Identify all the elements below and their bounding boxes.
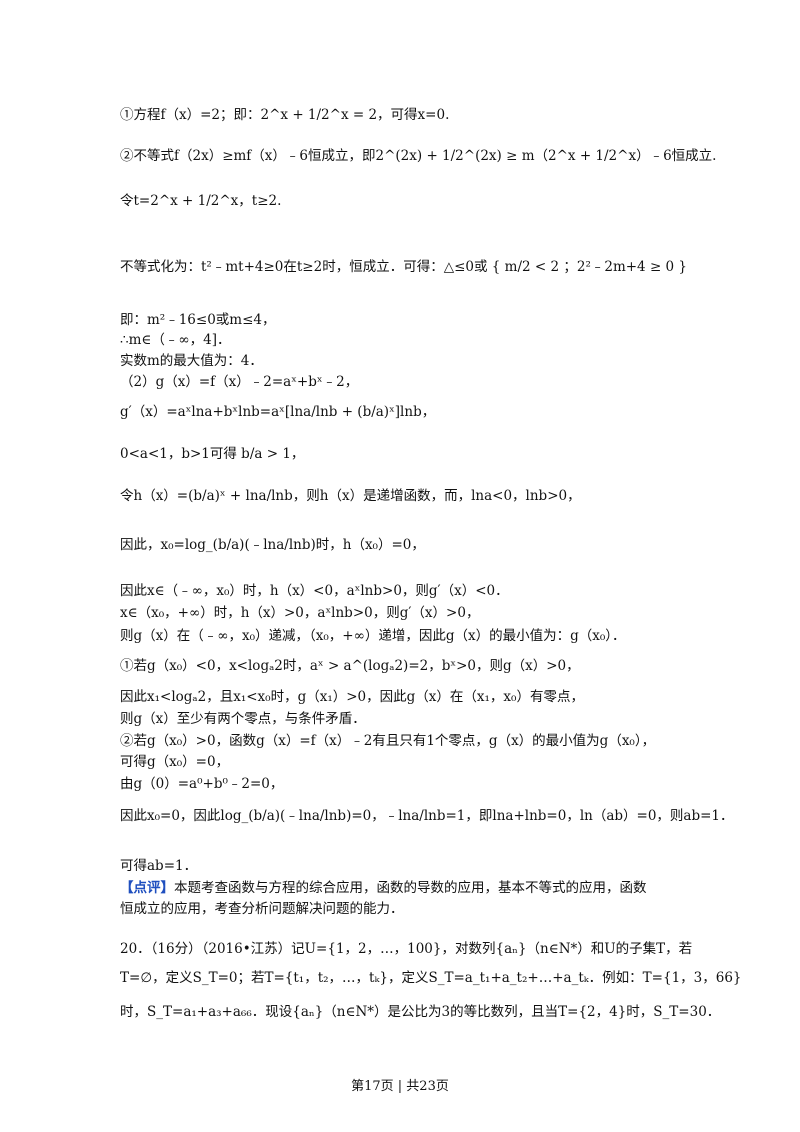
text-line: ①若g（x₀）<0，x<logₐ2时，aˣ > a^(logₐ2)=2，bˣ>0…	[120, 658, 580, 674]
text-line: 则g（x）在（﹣∞，x₀）递减，（x₀，+∞）递增，因此g（x）的最小值为：g（…	[120, 628, 626, 644]
text-line: （2）g（x）=f（x）﹣2=aˣ+bˣ﹣2，	[120, 374, 359, 390]
text-line: ①方程f（x）=2；即：2^x + 1/2^x = 2，可得x=0.	[120, 107, 450, 123]
text-line: 0<a<1，b>1可得 b/a > 1，	[120, 446, 305, 462]
text-line: 因此，x₀=log_(b/a)(﹣lna/lnb)时，h（x₀）=0，	[120, 537, 425, 553]
review-text: 本题考查函数与方程的综合应用，函数的导数的应用，基本不等式的应用，函数	[174, 880, 647, 896]
text-line: 则g（x）至少有两个零点，与条件矛盾．	[120, 711, 366, 727]
text-line: ∴m∈（﹣∞，4]．	[120, 332, 231, 348]
text-line: 由g（0）=a⁰+b⁰﹣2=0，	[120, 776, 284, 792]
text-line: 令h（x）=(b/a)ˣ + lna/lnb，则h（x）是递增函数，而，lna<…	[120, 488, 581, 504]
text-line: 因此x₀=0，因此log_(b/a)(﹣lna/lnb)=0，﹣lna/lnb=…	[120, 808, 734, 824]
text-line: x∈（x₀，+∞）时，h（x）>0，aˣlnb>0，则g′（x）>0，	[120, 605, 480, 621]
text-line: 不等式化为：t²﹣mt+4≥0在t≥2时，恒成立．可得：△≤0或 { m/2 <…	[120, 259, 688, 275]
review-line: 【点评】本题考查函数与方程的综合应用，函数的导数的应用，基本不等式的应用，函数	[120, 879, 647, 897]
text-line: 可得g（x₀）=0，	[120, 754, 230, 770]
review-tag: 【点评】	[120, 880, 174, 896]
text-line: 因此x₁<logₐ2，且x₁<x₀时，g（x₁）>0，因此g（x）在（x₁，x₀…	[120, 689, 584, 705]
problem-line: T=∅，定义S_T=0；若T={t₁，t₂，…，tₖ}，定义S_T=a_t₁+a…	[120, 970, 742, 986]
problem-line: 时，S_T=a₁+a₃+a₆₆．现设{aₙ}（n∈N*）是公比为3的等比数列，且…	[120, 1004, 721, 1020]
problem-line: 20．（16分）（2016•江苏）记U={1，2，…，100}，对数列{aₙ}（…	[120, 941, 693, 957]
text-line: g′（x）=aˣlna+bˣlnb=aˣ[lna/lnb + (b/a)ˣ]ln…	[120, 404, 436, 420]
text-line: 可得ab=1．	[120, 858, 198, 874]
review-line: 恒成立的应用，考查分析问题解决问题的能力．	[120, 901, 404, 917]
text-line: 因此x∈（﹣∞，x₀）时，h（x）<0，aˣlnb>0，则g′（x）<0．	[120, 583, 509, 599]
text-line: 即：m²﹣16≤0或m≤4，	[120, 312, 276, 328]
text-line: 令t=2^x + 1/2^x，t≥2.	[120, 193, 282, 209]
text-line: 实数m的最大值为：4．	[120, 353, 263, 369]
text-line: ②若g（x₀）>0，函数g（x）=f（x）﹣2有且只有1个零点，g（x）的最小值…	[120, 733, 656, 749]
page-footer: 第17页 | 共23页	[351, 1079, 449, 1094]
text-line: ②不等式f（2x）≥mf（x）﹣6恒成立，即2^(2x) + 1/2^(2x) …	[120, 148, 717, 164]
